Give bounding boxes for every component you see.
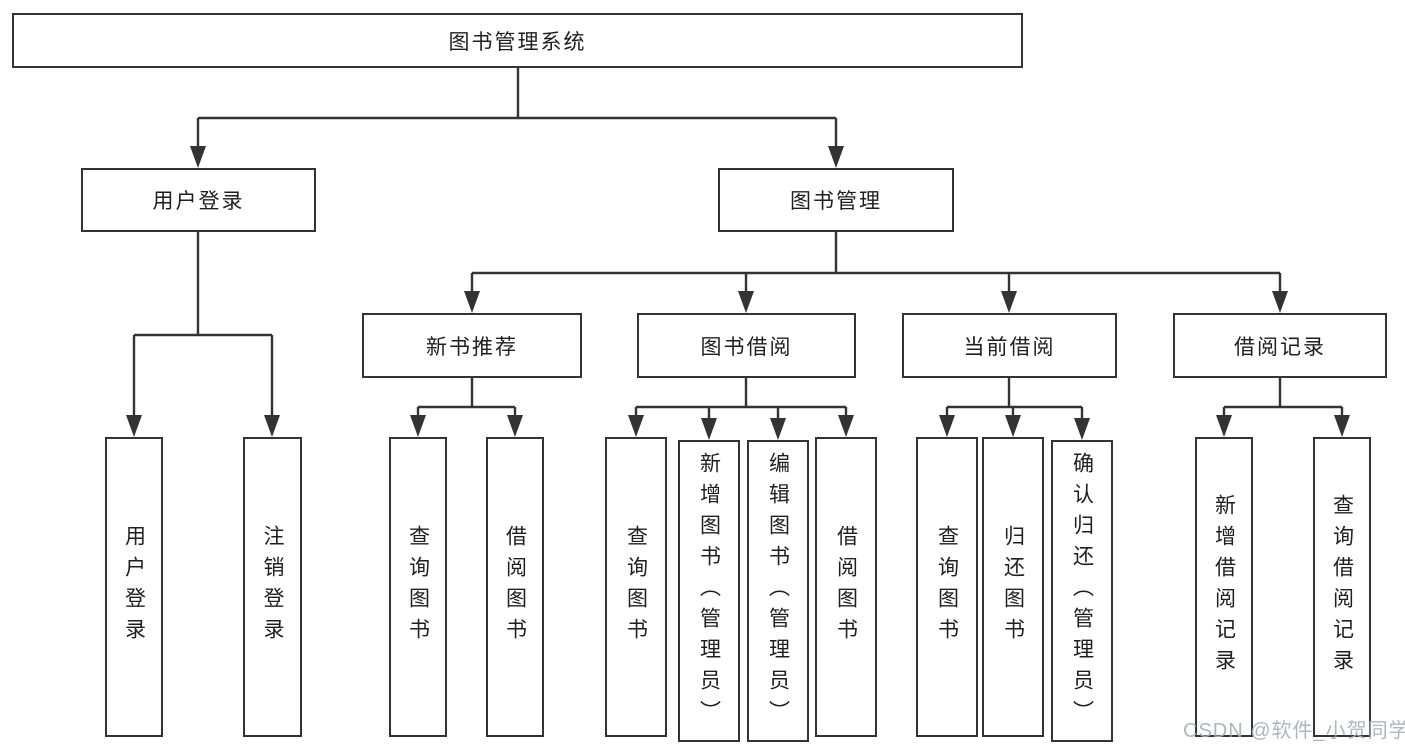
leaf-confirm-return-admin-label: 确认归还（管理员） — [1070, 451, 1094, 731]
leaf-edit-books-admin: 编辑图书（管理员） — [747, 440, 809, 742]
leaf-query-borrow-record-label: 查询借阅记录 — [1330, 494, 1354, 680]
leaf-logout-label: 注销登录 — [261, 525, 284, 649]
node-book-management-label: 图书管理 — [790, 190, 882, 213]
csdn-watermark: CSDN @软件_小贺同学 — [1183, 720, 1405, 742]
node-user-login-group-label: 用户登录 — [152, 190, 245, 213]
node-borrowing-records: 借阅记录 — [1173, 313, 1387, 378]
node-new-book-recommend: 新书推荐 — [362, 313, 582, 378]
node-new-book-recommend-label: 新书推荐 — [426, 335, 518, 359]
node-user-login-group: 用户登录 — [81, 168, 316, 232]
node-root-label: 图书管理系统 — [448, 30, 587, 54]
node-book-management: 图书管理 — [718, 168, 954, 232]
node-root: 图书管理系统 — [12, 13, 1023, 68]
leaf-borrowing-borrow-books-label: 借阅图书 — [834, 525, 858, 649]
leaf-recommend-query-books-label: 查询图书 — [406, 525, 430, 649]
leaf-borrowing-query-books: 查询图书 — [605, 437, 667, 737]
leaf-logout: 注销登录 — [243, 437, 302, 737]
leaf-borrowing-borrow-books: 借阅图书 — [815, 437, 877, 737]
leaf-current-query-books-label: 查询图书 — [935, 525, 959, 649]
connector-lines — [132, 68, 1344, 422]
leaf-add-borrow-record-label: 新增借阅记录 — [1212, 494, 1236, 680]
leaf-borrowing-query-books-label: 查询图书 — [624, 525, 648, 649]
leaf-confirm-return-admin: 确认归还（管理员） — [1051, 440, 1113, 742]
leaf-recommend-query-books: 查询图书 — [389, 437, 447, 737]
leaf-return-books-label: 归还图书 — [1001, 525, 1025, 649]
leaf-current-query-books: 查询图书 — [916, 437, 978, 737]
leaf-add-books-admin-label: 新增图书（管理员） — [697, 451, 721, 731]
leaf-add-borrow-record: 新增借阅记录 — [1195, 437, 1253, 737]
node-book-borrowing-label: 图书借阅 — [700, 335, 793, 359]
leaf-query-borrow-record: 查询借阅记录 — [1313, 437, 1371, 737]
leaf-edit-books-admin-label: 编辑图书（管理员） — [766, 451, 790, 731]
node-current-borrowing: 当前借阅 — [902, 313, 1117, 378]
leaf-user-login: 用户登录 — [105, 437, 163, 737]
leaf-recommend-borrow-books-label: 借阅图书 — [503, 525, 527, 649]
leaf-recommend-borrow-books: 借阅图书 — [486, 437, 544, 737]
leaf-user-login-label: 用户登录 — [122, 525, 146, 649]
node-borrowing-records-label: 借阅记录 — [1234, 335, 1326, 359]
node-current-borrowing-label: 当前借阅 — [963, 335, 1056, 359]
leaf-return-books: 归还图书 — [982, 437, 1044, 737]
node-book-borrowing: 图书借阅 — [637, 313, 856, 378]
leaf-add-books-admin: 新增图书（管理员） — [678, 440, 740, 742]
